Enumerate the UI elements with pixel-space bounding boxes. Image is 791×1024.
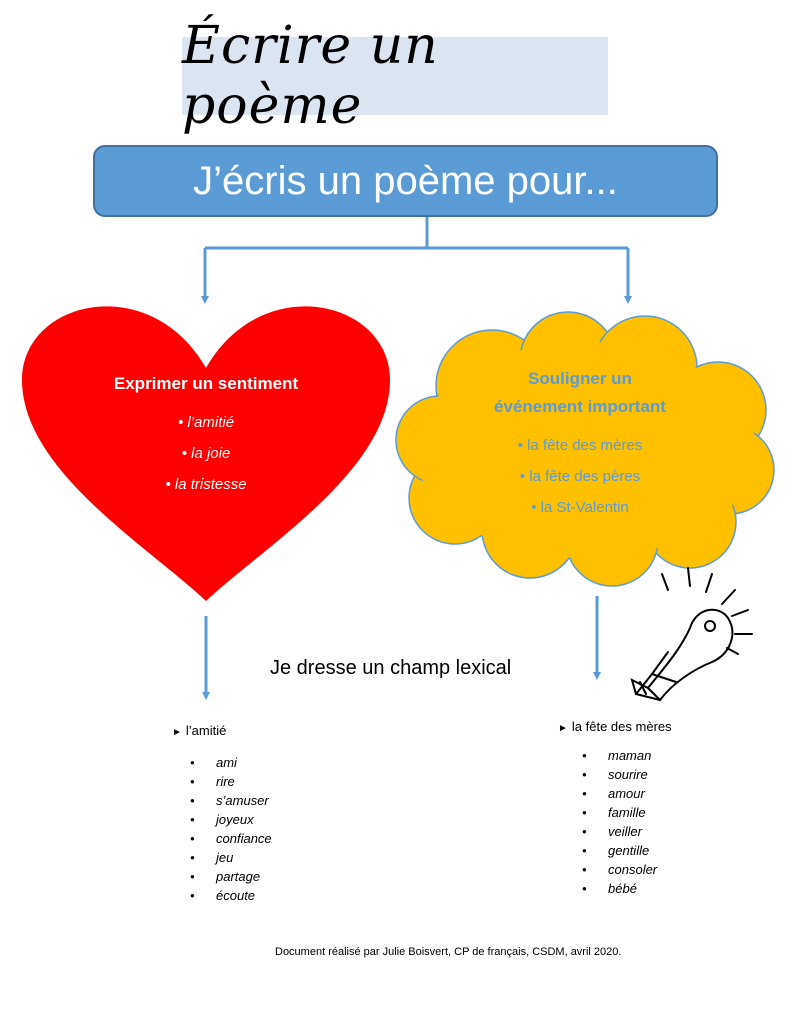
list-item: maman (582, 746, 657, 765)
header-box: J’écris un poème pour... (93, 145, 718, 217)
cloud-item: • la fête des pères (519, 468, 641, 485)
cloud-title-line: Souligner un (528, 369, 632, 388)
right-list-heading-text: la fête des mères (571, 719, 672, 734)
left-list-heading: ►l’amitié (172, 723, 226, 738)
list-item: bébé (582, 879, 657, 898)
cloud-title-line: événement important (494, 397, 666, 416)
cloud-fill (416, 342, 756, 558)
cloud-item: • la St-Valentin (531, 499, 629, 516)
list-item: jeu (190, 848, 272, 867)
pen-lightbulb-icon (630, 567, 753, 702)
list-item: confiance (190, 829, 272, 848)
heart-title: Exprimer un sentiment (113, 374, 299, 393)
list-item: sourire (582, 765, 657, 784)
heart-items: • l’amitié • la joie • la tristesse (84, 407, 328, 500)
list-item: partage (190, 867, 272, 886)
right-list-heading: ►la fête des mères (558, 719, 672, 734)
list-item: veiller (582, 822, 657, 841)
triangle-bullet-icon: ► (558, 723, 568, 734)
triangle-bullet-icon: ► (172, 727, 182, 738)
cloud-items: • la fête des mères • la fête des pères … (440, 430, 720, 523)
list-item: écoute (190, 886, 272, 905)
list-item: joyeux (190, 810, 272, 829)
list-item: ami (190, 753, 272, 772)
heart-item: • la tristesse (165, 476, 247, 493)
list-item: famille (582, 803, 657, 822)
heart-item: • la joie (181, 445, 231, 462)
title-background (182, 37, 608, 115)
cloud-title: Souligner un événement important (440, 365, 720, 421)
lexical-field-title: Je dresse un champ lexical (270, 657, 512, 679)
list-item: s’amuser (190, 791, 272, 810)
cloud-item: • la fête des mères (517, 437, 643, 454)
list-item: consoler (582, 860, 657, 879)
heart-item: • l’amitié (177, 414, 235, 431)
heart-shape (22, 306, 390, 601)
right-word-list: maman sourire amour famille veiller gent… (582, 746, 657, 898)
footer-credit: Document réalisé par Julie Boisvert, CP … (275, 946, 622, 958)
left-list-heading-text: l’amitié (185, 723, 227, 738)
left-word-list: ami rire s’amuser joyeux confiance jeu p… (190, 753, 272, 905)
list-item: rire (190, 772, 272, 791)
list-item: amour (582, 784, 657, 803)
list-item: gentille (582, 841, 657, 860)
